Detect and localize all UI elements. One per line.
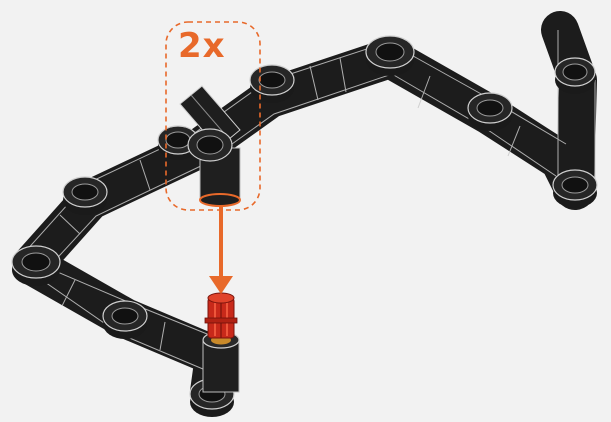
target-post (203, 332, 239, 392)
beam-right-riser (560, 30, 578, 190)
hub-right-lower (553, 170, 597, 208)
hub-right-mid (468, 93, 512, 131)
quantity-label: 2x (178, 26, 226, 66)
hub-left-corner (12, 246, 60, 286)
hub-right-upper (555, 58, 595, 94)
red-axle-pin (205, 293, 237, 338)
frame-beams (32, 30, 578, 392)
hub-left-upper (63, 177, 107, 215)
hub-upper-mid (250, 65, 294, 103)
hub-bottom-mid (103, 301, 147, 339)
hub-top-center (366, 36, 414, 76)
down-arrow-icon (209, 206, 233, 294)
